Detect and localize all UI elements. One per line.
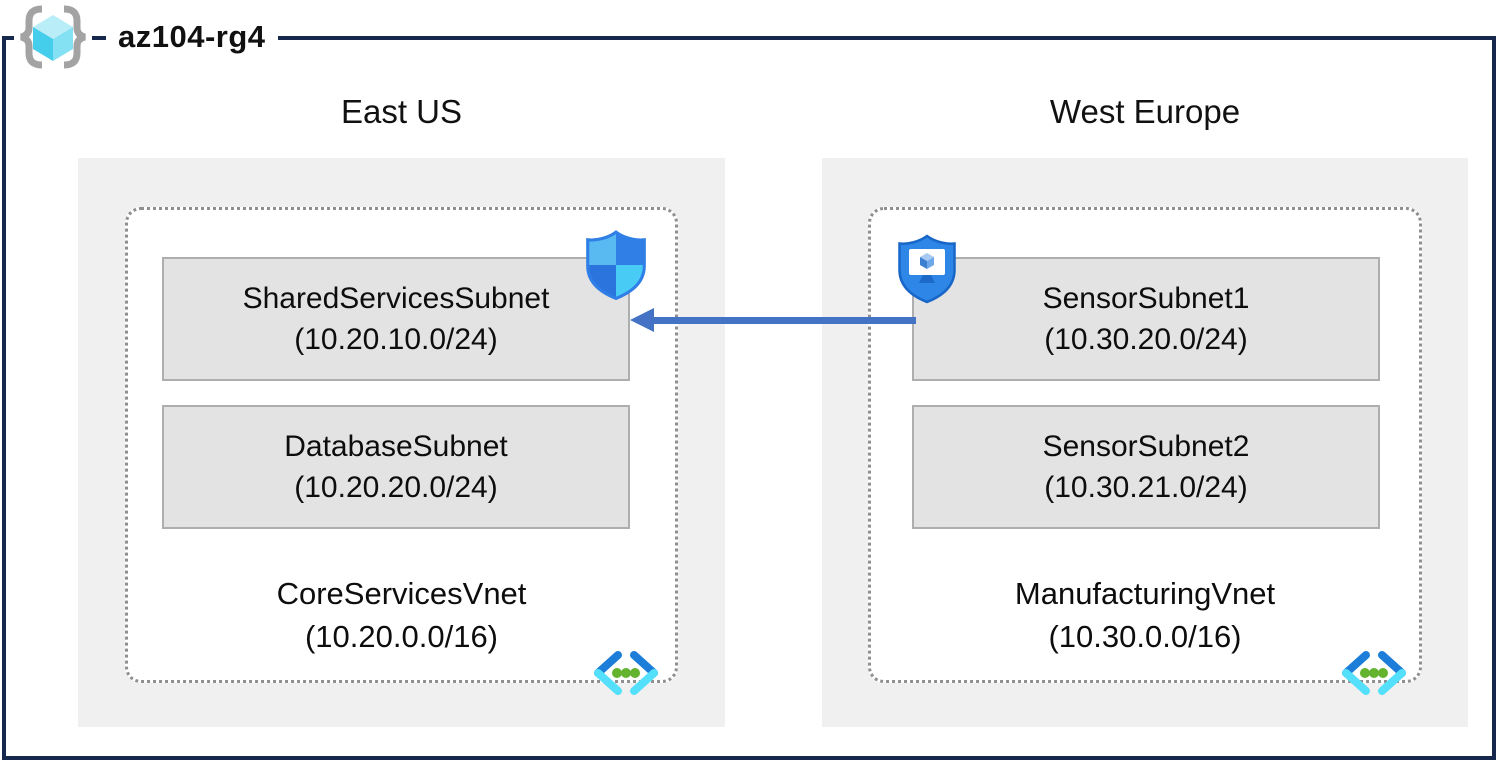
subnet-shared-services: SharedServicesSubnet (10.20.10.0/24)	[162, 257, 630, 381]
application-security-group-icon	[895, 233, 959, 305]
vnet-name: CoreServicesVnet	[276, 576, 527, 611]
vnet-cidr: (10.30.0.0/16)	[1048, 619, 1242, 654]
subnet-name: SensorSubnet1	[1042, 282, 1250, 315]
subnet-database: DatabaseSubnet (10.20.20.0/24)	[162, 405, 630, 529]
subnet-cidr: (10.30.21.0/24)	[1044, 471, 1248, 504]
vnet-label-core-services: CoreServicesVnet (10.20.0.0/16)	[125, 572, 678, 658]
subnet-cidr: (10.20.20.0/24)	[294, 471, 498, 504]
subnet-sensor2: SensorSubnet2 (10.30.21.0/24)	[912, 405, 1380, 529]
network-security-group-icon	[583, 229, 649, 301]
peering-arrow	[630, 308, 916, 332]
region-label-west-europe: West Europe	[1049, 93, 1241, 130]
vnet-name: ManufacturingVnet	[1014, 576, 1276, 611]
arrow-shaft	[648, 317, 916, 324]
subnet-cidr: (10.30.20.0/24)	[1044, 323, 1248, 356]
virtual-network-icon	[590, 649, 662, 697]
subnet-name: DatabaseSubnet	[284, 430, 508, 463]
subnet-name: SensorSubnet2	[1042, 430, 1250, 463]
region-label-east-us: East US	[340, 93, 463, 130]
resource-group-header: az104-rg4	[14, 2, 278, 72]
vnet-cidr: (10.20.0.0/16)	[304, 619, 499, 654]
subnet-sensor1: SensorSubnet1 (10.30.20.0/24)	[912, 257, 1380, 381]
vnet-label-manufacturing: ManufacturingVnet (10.30.0.0/16)	[868, 572, 1422, 658]
subnet-cidr: (10.20.10.0/24)	[294, 323, 498, 356]
diagram-title: az104-rg4	[106, 19, 278, 55]
subnet-name: SharedServicesSubnet	[242, 282, 550, 315]
virtual-network-icon	[1338, 649, 1410, 697]
resource-group-icon	[14, 4, 92, 70]
